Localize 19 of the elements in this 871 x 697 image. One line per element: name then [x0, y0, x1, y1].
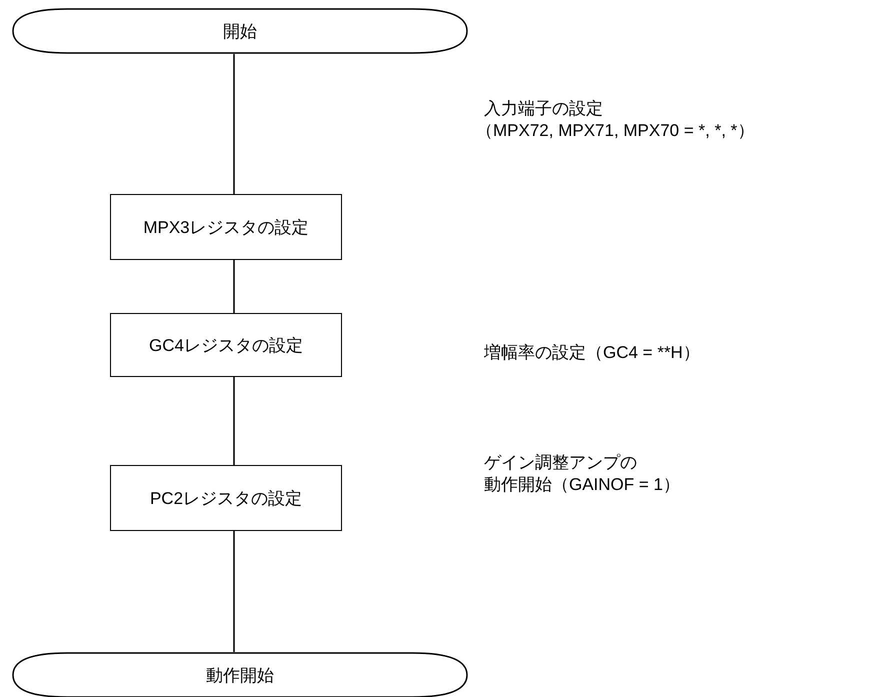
- terminator-shape: [12, 8, 468, 54]
- process-box: [110, 194, 342, 260]
- step-label: GC4レジスタの設定: [149, 334, 303, 356]
- step-label: PC2レジスタの設定: [150, 488, 302, 510]
- connector-line: [233, 260, 235, 313]
- step-label: MPX3レジスタの設定: [143, 216, 309, 238]
- annotation-text: 増幅率の設定（GC4 = **H）: [484, 342, 700, 364]
- annotation-text: ゲイン調整アンプの: [484, 452, 637, 474]
- step-label: 動作開始: [206, 664, 274, 686]
- connector-line: [233, 377, 235, 465]
- annotation-text: 動作開始（GAINOF = 1）: [484, 474, 680, 496]
- process-box: [110, 465, 342, 531]
- step-label: 開始: [223, 20, 257, 42]
- annotation-text: 入力端子の設定: [484, 98, 603, 120]
- connector-line: [233, 531, 235, 652]
- terminator-shape: [12, 652, 468, 697]
- connector-line: [233, 54, 235, 194]
- process-box: [110, 313, 342, 377]
- annotation-text: （MPX72, MPX71, MPX70 = *, *, *）: [476, 120, 754, 142]
